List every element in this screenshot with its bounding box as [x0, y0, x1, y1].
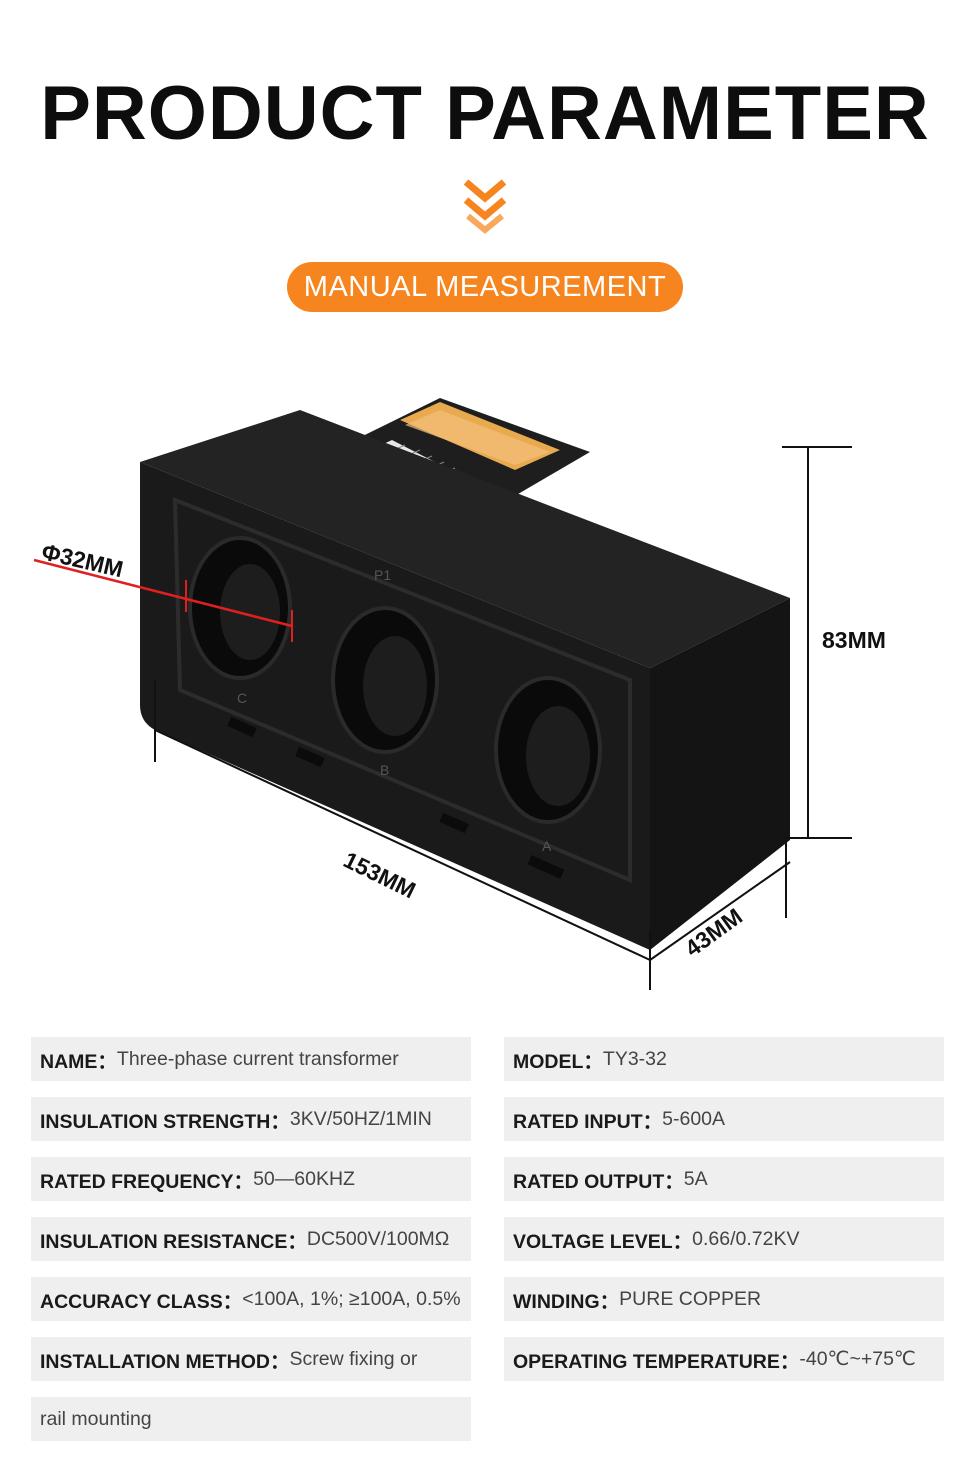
spec-label: RATED OUTPUT：	[513, 1170, 684, 1193]
spec-row: VOLTAGE LEVEL： 0.66/0.72KV	[504, 1217, 944, 1261]
spec-label: RATED INPUT：	[513, 1110, 663, 1133]
spec-value: rail mounting	[40, 1407, 152, 1430]
manual-measurement-badge: MANUAL MEASUREMENT	[287, 262, 683, 312]
spec-row: INSTALLATION METHOD： Screw fixing or	[31, 1337, 471, 1381]
spec-value: 5A	[683, 1167, 708, 1190]
spec-label: INSTALLATION METHOD：	[40, 1350, 290, 1373]
p1-label: P1	[374, 567, 392, 583]
height-dimension: 83MM	[822, 627, 886, 653]
spec-value: 5-600A	[662, 1107, 726, 1130]
spec-label: RATED FREQUENCY：	[40, 1170, 254, 1193]
spec-value: 0.66/0.72KV	[692, 1227, 800, 1250]
spec-row: WINDING： PURE COPPER	[504, 1277, 944, 1321]
page-title: PRODUCT PARAMETER	[40, 71, 930, 156]
spec-label: WINDING：	[513, 1290, 620, 1313]
spec-row: ACCURACY CLASS： <100A, 1%; ≥100A, 0.5%	[31, 1277, 471, 1321]
spec-label: OPERATING TEMPERATURE：	[513, 1350, 800, 1373]
current-transformer-illustration	[33, 398, 852, 990]
spec-label: MODEL：	[513, 1050, 603, 1073]
spec-label: INSULATION RESISTANCE：	[40, 1230, 307, 1253]
spec-row: RATED FREQUENCY： 50—60KHZ	[31, 1157, 471, 1201]
spec-value: Screw fixing or	[289, 1347, 418, 1370]
spec-row: RATED OUTPUT： 5A	[504, 1157, 944, 1201]
chevron-down-icon	[463, 179, 507, 234]
phase-b-label: B	[380, 762, 390, 778]
spec-value: Three-phase current transformer	[116, 1047, 399, 1070]
phase-c-label: C	[237, 690, 248, 706]
spec-label: ACCURACY CLASS：	[40, 1290, 243, 1313]
spec-value: <100A, 1%; ≥100A, 0.5%	[242, 1287, 461, 1310]
spec-value: 50—60KHZ	[253, 1167, 355, 1190]
spec-value: DC500V/100MΩ	[306, 1227, 450, 1250]
spec-label: INSULATION STRENGTH：	[40, 1110, 290, 1133]
spec-label: VOLTAGE LEVEL：	[513, 1230, 693, 1253]
spec-row: INSULATION STRENGTH： 3KV/50HZ/1MIN	[31, 1097, 471, 1141]
spec-row: RATED INPUT： 5-600A	[504, 1097, 944, 1141]
spec-value: -40℃~+75℃	[799, 1348, 916, 1370]
phase-a-hole	[494, 676, 602, 824]
spec-row: INSULATION RESISTANCE： DC500V/100MΩ	[31, 1217, 471, 1261]
spec-value: 3KV/50HZ/1MIN	[289, 1107, 432, 1130]
spec-row: rail mounting	[31, 1397, 471, 1441]
spec-row: MODEL： TY3-32	[504, 1037, 944, 1081]
spec-row: OPERATING TEMPERATURE： -40℃~+75℃	[504, 1337, 944, 1381]
spec-row: NAME： Three-phase current transformer	[31, 1037, 471, 1081]
spec-label: NAME：	[40, 1050, 117, 1073]
phase-a-label: A	[542, 838, 552, 854]
spec-value: TY3-32	[602, 1047, 667, 1070]
phase-c-hole	[188, 536, 292, 680]
spec-value: PURE COPPER	[619, 1287, 762, 1310]
phase-b-hole	[331, 606, 439, 754]
